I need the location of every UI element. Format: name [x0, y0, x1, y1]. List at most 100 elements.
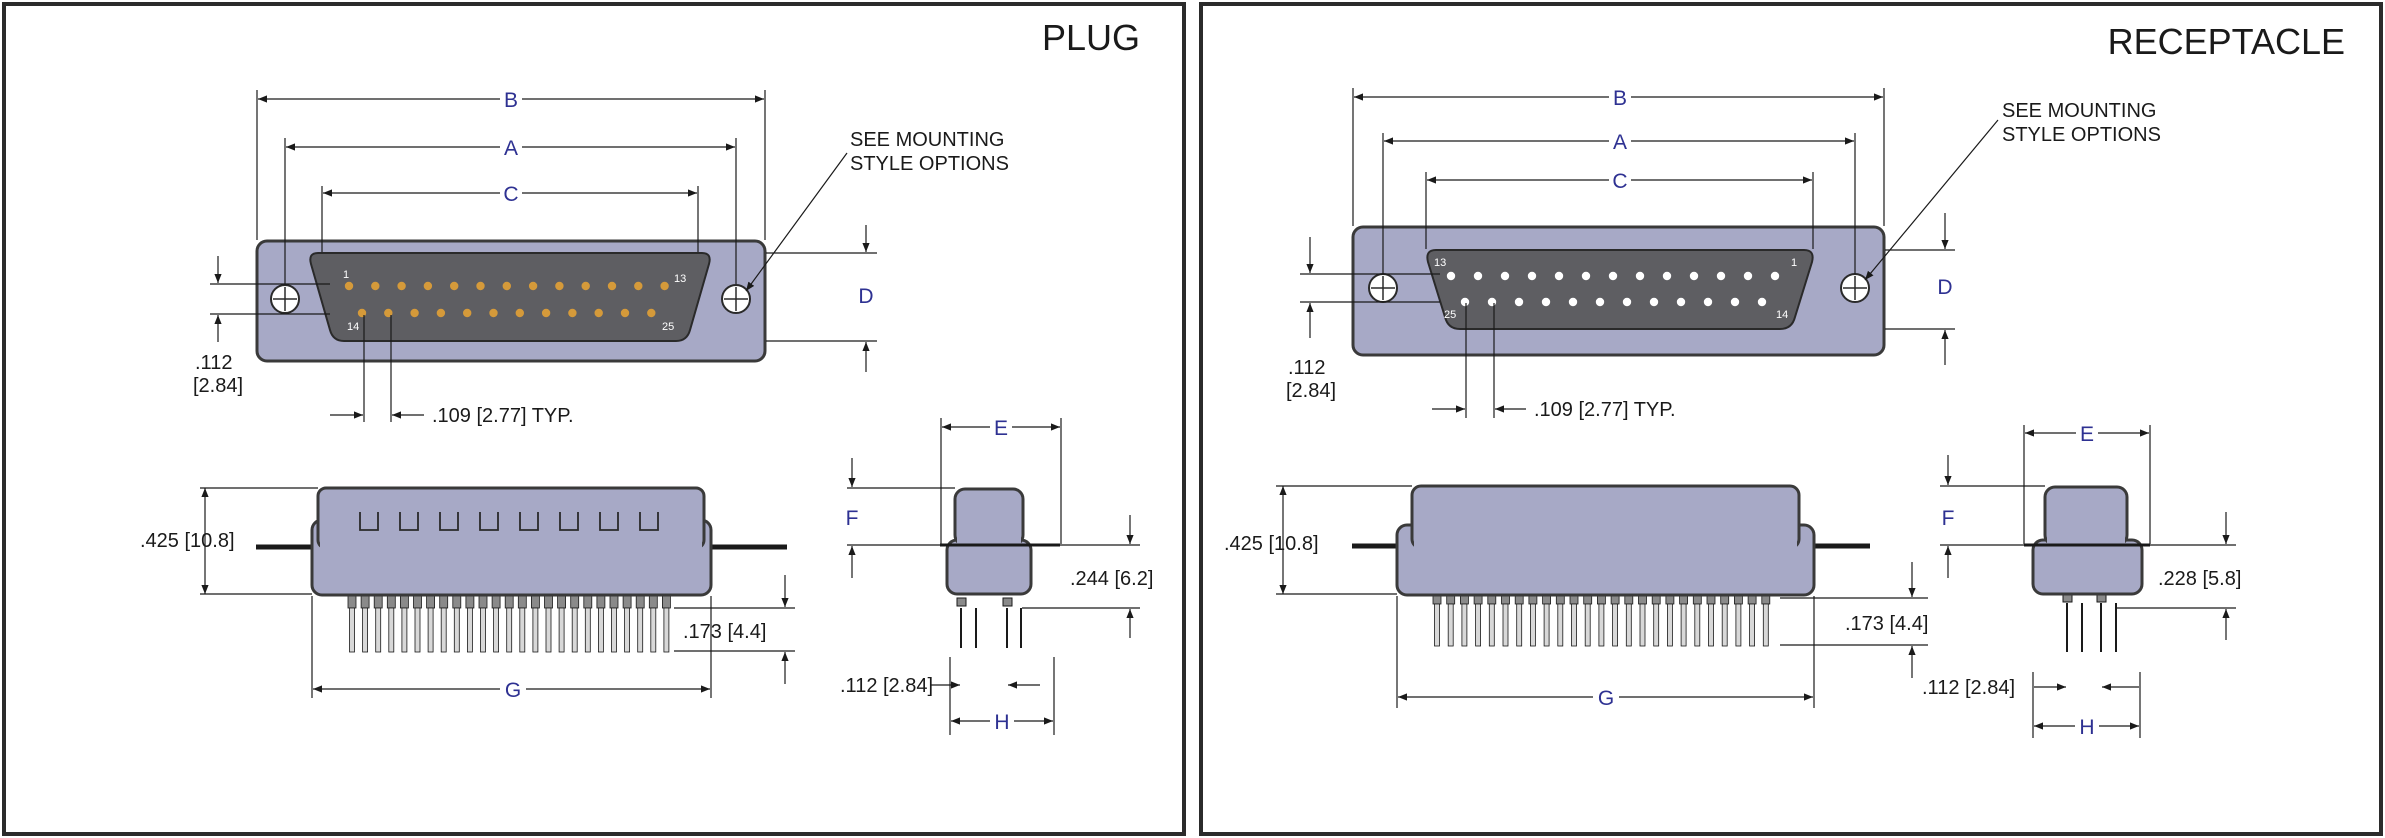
dim-label-e: E [2080, 423, 2094, 446]
solder-tail [1502, 603, 1509, 647]
receptacle-frame [1199, 2, 2383, 836]
dim-label-h: H [2079, 716, 2094, 739]
mounting-note-leader [745, 152, 848, 292]
solder-tail [1543, 603, 1550, 647]
extension-lines [1300, 88, 1955, 418]
mounting-note-line2: STYLE OPTIONS [850, 153, 1009, 175]
solder-tail-collar [1569, 595, 1579, 605]
pin-number-label: 13 [1434, 257, 1446, 269]
pin-contact [515, 308, 524, 318]
pin-contact [594, 308, 603, 318]
side-offset-label: .112 [2.84] [840, 675, 933, 697]
solder-tail [611, 607, 617, 653]
plug-contact-cavities [359, 512, 659, 531]
solder-tail [1680, 603, 1687, 647]
solder-tail [1667, 603, 1673, 647]
solder-tail-collar [491, 595, 501, 609]
contact-cavity [519, 512, 539, 531]
solder-tail [624, 607, 630, 653]
tail-length-label: .173 [4.4] [683, 621, 766, 643]
mounting-note-line1: SEE MOUNTING [2002, 100, 2156, 122]
solder-tail-collar [544, 595, 553, 609]
solder-tail [1516, 603, 1523, 647]
solder-tail-collar [1460, 595, 1469, 605]
socket-contact [1730, 297, 1740, 307]
dim-label-f: F [846, 507, 859, 530]
pin-contact [397, 281, 406, 291]
pin-number-label: 13 [674, 273, 686, 285]
solder-tail [1612, 603, 1618, 647]
extension-lines [210, 90, 877, 422]
solder-tail-collar [1761, 595, 1771, 605]
contact-cavity [639, 512, 659, 531]
dim-label-g: G [1598, 687, 1614, 710]
solder-tail-collar [557, 595, 566, 609]
panel-title: RECEPTACLE [2108, 21, 2345, 62]
receptacle-solder-tails [1432, 595, 1771, 647]
socket-contact [1460, 297, 1470, 307]
contact-cavity [439, 512, 459, 531]
solder-tail [1571, 603, 1577, 647]
socket-contact [1514, 297, 1524, 307]
socket-contact [1649, 297, 1659, 307]
pin-number-label: 14 [1776, 309, 1788, 321]
receptacle-end-view: E F .228 [5.8] .112 [2.84] H [1922, 420, 2241, 739]
socket-contact [1622, 297, 1632, 307]
receptacle-mounting-hole-right [1840, 273, 1870, 303]
mounting-note-leader [1864, 119, 1999, 281]
pin-contact [555, 281, 564, 291]
pin-contact [647, 308, 656, 318]
tail-length-label: .173 [4.4] [1845, 613, 1928, 635]
solder-tail [401, 607, 408, 653]
solder-tail-collar [1432, 595, 1442, 605]
solder-tail [637, 607, 644, 653]
pin-number-label: 25 [1444, 309, 1456, 321]
solder-tail-collar [1720, 595, 1730, 605]
side-height-label: .228 [5.8] [2158, 568, 2241, 590]
solder-tail-collar [413, 595, 422, 609]
solder-tail-collar [1501, 595, 1510, 605]
solder-tail [1708, 603, 1714, 647]
solder-tail-collar [1555, 595, 1565, 605]
socket-contact [1689, 271, 1699, 281]
solder-tail [466, 607, 473, 653]
receptacle-socket-array [1446, 271, 1780, 307]
solder-tail-collar [1610, 595, 1620, 605]
dim-label-d: D [858, 285, 873, 308]
socket-contact [1676, 297, 1686, 307]
solder-tail-collar [1706, 595, 1716, 605]
contact-cavity [559, 512, 579, 531]
shell-offset-inch: .112 [1288, 357, 1325, 379]
plug-side-view: .425 [10.8] .173 [4.4] G [140, 486, 795, 702]
socket-contact [1446, 271, 1456, 281]
solder-tail [362, 607, 369, 653]
solder-tail [558, 607, 565, 653]
solder-tail [1653, 603, 1660, 647]
solder-tail-collar [1528, 595, 1538, 605]
contact-cavity [399, 512, 419, 531]
solder-tail [1447, 603, 1454, 647]
socket-contact [1716, 271, 1726, 281]
solder-tail [1475, 603, 1481, 647]
pin-contact [581, 281, 590, 291]
pin-contact [620, 308, 630, 318]
dim-label-c: C [1612, 170, 1627, 193]
solder-tail-collar [1624, 595, 1634, 605]
receptacle-side-view: .425 [10.8] .173 [4.4] G [1224, 484, 1928, 710]
solder-tail-collar [635, 595, 645, 609]
pin-contact [541, 308, 551, 318]
solder-tail-collar [517, 595, 527, 609]
socket-contact [1608, 271, 1618, 281]
height-label: .425 [10.8] [140, 530, 235, 552]
solder-tail [1488, 603, 1495, 647]
socket-contact [1703, 297, 1713, 307]
pin-contact [476, 281, 485, 291]
pin-pitch-label: .109 [2.77] TYP. [1534, 399, 1676, 421]
mounting-note-line2: STYLE OPTIONS [2002, 124, 2161, 146]
solder-tail [414, 607, 421, 653]
solder-tail-collar [583, 595, 593, 609]
receptacle-front-view: 13 1 25 14 [1286, 84, 2161, 421]
pin-number-label: 1 [1791, 257, 1797, 269]
solder-tail [1530, 603, 1536, 647]
